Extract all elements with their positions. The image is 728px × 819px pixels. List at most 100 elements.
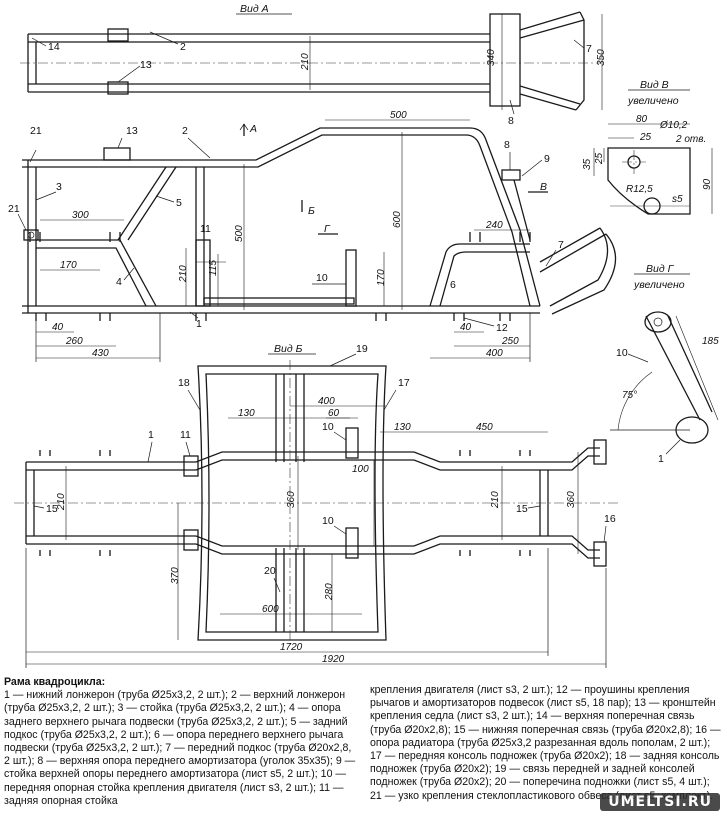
view-v-scale: увеличено [627,95,679,107]
callout-4: 4 [116,276,122,288]
callout-2-view-a: 2 [180,41,186,53]
legend-title: Рама квадроцикла: [4,676,106,688]
dim-side-260: 260 [65,336,83,347]
legend-right-column: крепления двигателя (лист s3, 2 шт.); 12… [370,684,724,803]
dim-view-b-360-mid: 360 [286,491,297,508]
callout-3: 3 [56,181,62,193]
callout-15-front: 15 [516,503,528,515]
view-b-title: Вид Б [274,343,303,355]
callout-1-view-g: 1 [658,453,664,465]
callout-9: 9 [544,153,550,165]
dim-view-b-600: 600 [262,604,279,615]
legend-left-column: Рама квадроцикла: 1 — нижний лонжерон (т… [4,676,356,808]
dim-view-b-210-front: 210 [490,491,501,509]
callout-10-view-b-bottom: 10 [322,515,334,527]
dim-side-170-front: 170 [376,269,387,286]
dim-view-b-100: 100 [352,464,369,475]
dim-view-a-340: 340 [486,49,497,66]
dim-view-b-130-left: 130 [238,408,255,419]
dim-view-b-210-rear: 210 [56,493,67,511]
dim-side-210: 210 [178,265,189,283]
callout-19: 19 [356,343,368,355]
dim-view-v-25-top: 25 [639,132,652,143]
view-a-title: Вид А [240,3,269,15]
dim-view-b-1920: 1920 [322,654,345,665]
dim-side-500-vertical: 500 [234,225,245,242]
callout-2-side: 2 [182,125,188,137]
view-g: Вид Г увеличено 185 75° 10 1 [610,263,719,465]
callout-7-side: 7 [558,239,564,251]
callout-11-side: 11 [200,223,211,235]
dim-side-430: 430 [92,348,109,359]
arrow-label-b: Б [308,205,315,217]
dim-side-300: 300 [72,210,89,221]
view-g-scale: увеличено [633,279,685,291]
callout-20: 20 [264,565,276,577]
dim-view-g-185: 185 [702,336,719,347]
dim-side-40-front: 40 [460,322,472,333]
callout-6: 6 [450,279,456,291]
frame-drawing: Вид А 210 340 350 14 2 13 7 [8,3,719,668]
dim-view-b-280: 280 [324,583,335,601]
dim-view-v-s5: s5 [672,194,683,205]
dim-view-a-350: 350 [596,49,607,66]
callout-5: 5 [176,197,182,209]
dim-side-250: 250 [501,336,519,347]
dim-view-v-35: 35 [582,158,593,170]
dim-view-b-450: 450 [476,422,493,433]
callout-10-view-b-top: 10 [322,421,334,433]
dim-side-500-top: 500 [390,110,407,121]
legend-text-right: крепления двигателя (лист s3, 2 шт.); 12… [370,684,721,802]
callout-21-side: 21 [8,203,20,215]
callout-11-view-b: 11 [180,429,191,441]
callout-1-side: 1 [196,318,202,330]
dim-view-v-holes: 2 отв. [675,134,706,145]
callout-13-side: 13 [126,125,138,137]
dim-view-b-370: 370 [170,567,181,584]
arrow-label-g: Г [324,223,331,235]
dim-side-170-rear: 170 [60,260,77,271]
dim-side-40-rear: 40 [52,322,64,333]
dim-view-b-1720: 1720 [280,642,303,653]
view-a: Вид А 210 340 350 14 2 13 7 [20,3,607,127]
watermark: UMELTSI.RU [600,793,720,811]
dim-side-600: 600 [392,211,403,228]
dim-view-b-360-front: 360 [566,491,577,508]
callout-18: 18 [178,377,190,389]
callout-12: 12 [496,322,508,334]
callout-10-view-g: 10 [616,347,628,359]
callout-17: 17 [398,377,410,389]
callout-13-view-a: 13 [140,59,152,71]
dim-view-a-210: 210 [300,53,311,71]
dim-view-b-130-right: 130 [394,422,411,433]
dim-view-v-90: 90 [702,178,713,190]
callout-16: 16 [604,513,616,525]
dim-view-b-400: 400 [318,396,335,407]
callout-14: 14 [48,41,60,53]
dim-view-b-60: 60 [328,408,340,419]
dim-side-115: 115 [208,260,219,276]
view-v-title: Вид В [640,79,669,91]
callout-10-side: 10 [316,272,328,284]
side-view: 500 300 500 600 115 210 170 170 240 40 2… [8,110,617,362]
view-g-title: Вид Г [646,263,675,275]
dim-view-v-25-side: 25 [594,152,605,165]
callout-8-view-a: 8 [508,115,514,127]
dim-view-v-80: 80 [636,114,648,125]
arrow-label-a: А [249,123,257,135]
callout-1-view-b: 1 [148,429,154,441]
callout-21-top: 21 [30,125,42,137]
dim-side-240: 240 [485,220,503,231]
legend: Рама квадроцикла: 1 — нижний лонжерон (т… [4,676,724,816]
callout-7-view-a: 7 [586,43,592,55]
view-b: Вид Б 130 400 6 [14,343,620,668]
callout-8-side: 8 [504,139,510,151]
arrow-label-v: В [540,181,547,193]
dim-view-v-r125: R12,5 [626,184,653,195]
legend-text-left: 1 — нижний лонжерон (труба Ø25х3,2, 2 шт… [4,689,356,807]
dim-view-g-75deg: 75° [622,390,637,401]
dim-view-v-phi: Ø10,2 [659,120,688,131]
callout-15-rear: 15 [46,503,58,515]
view-v: Вид В увеличено 80 25 Ø10,2 2 отв. 35 25… [582,79,713,215]
dim-side-400: 400 [486,348,503,359]
